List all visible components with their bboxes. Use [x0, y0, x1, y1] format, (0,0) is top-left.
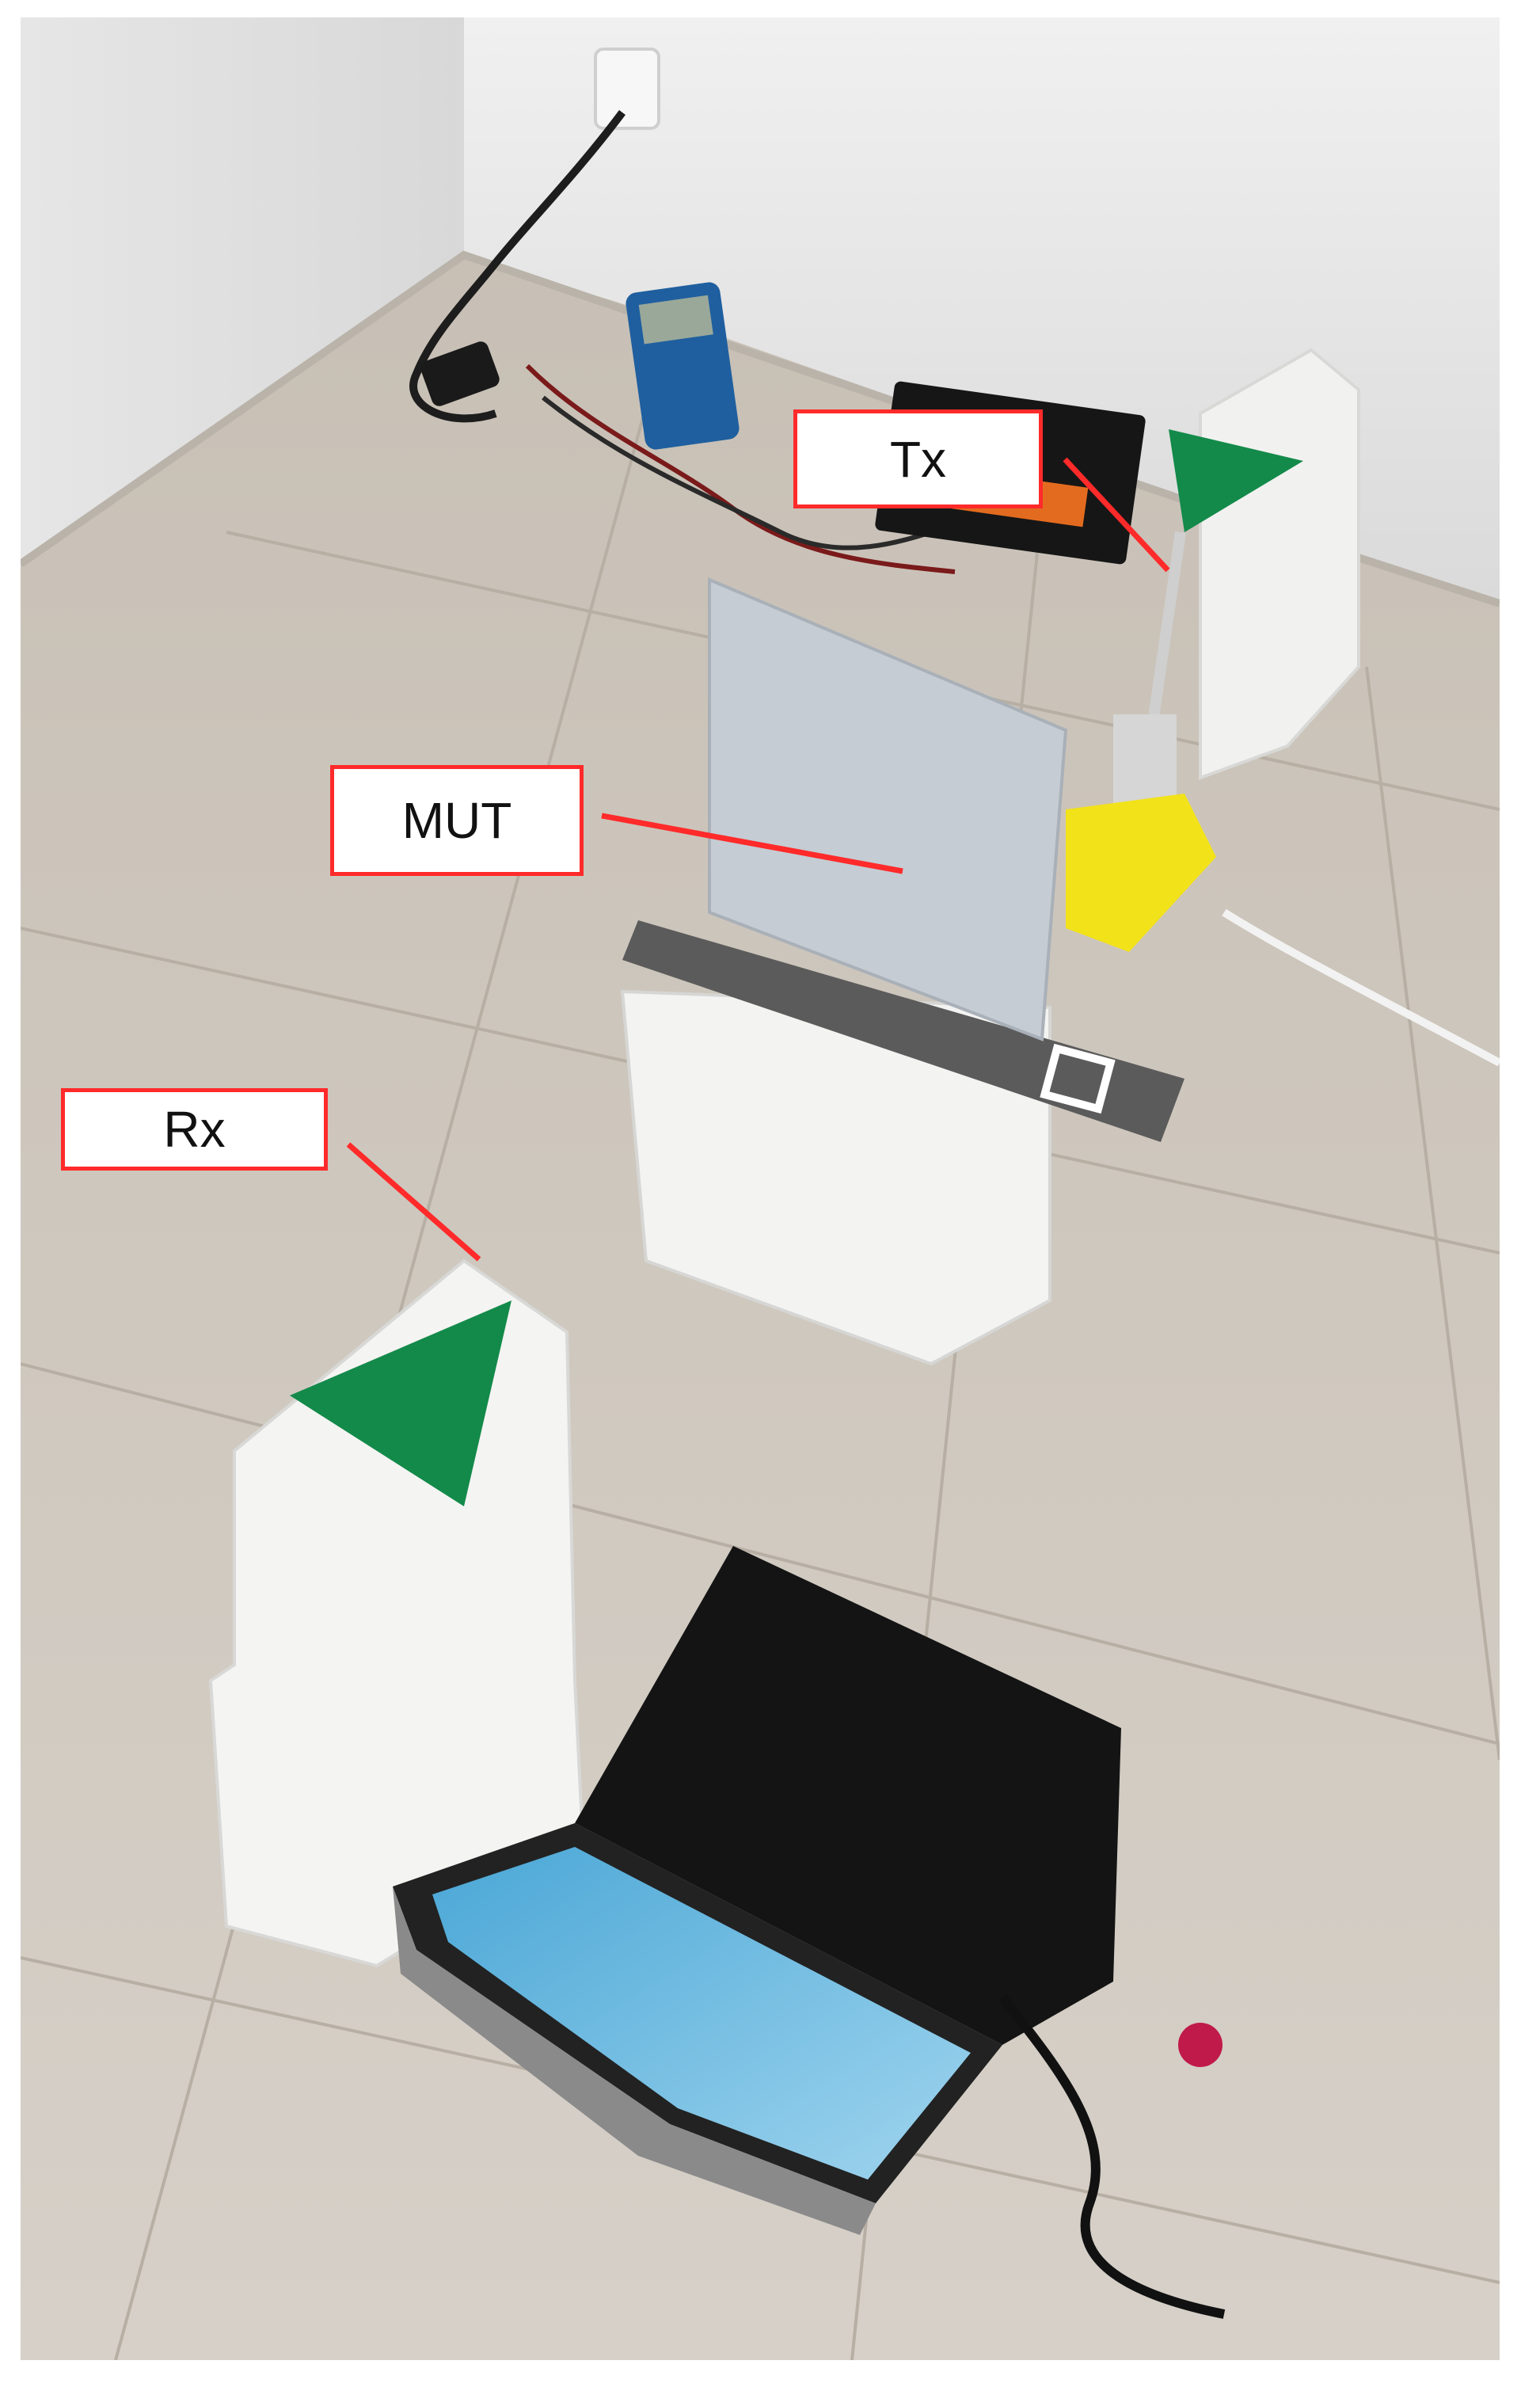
mut-marker [1040, 1043, 1116, 1114]
setup-photo [21, 17, 1500, 2360]
power-adapter [420, 341, 500, 406]
laptop-base-edge [393, 1887, 876, 2235]
usb-dongle [1178, 2023, 1222, 2067]
mut-label-text: MUT [401, 792, 512, 849]
floor-cable [998, 1994, 1226, 2319]
mut-label: MUT [330, 765, 584, 876]
rx-label-text: Rx [163, 1101, 226, 1158]
multimeter-display [638, 295, 713, 345]
wall-socket [594, 48, 660, 130]
power-cable [409, 109, 626, 423]
rx-antenna [290, 1300, 511, 1506]
tx-label-text: Tx [889, 430, 947, 488]
mut-panel [708, 577, 1068, 1041]
rx-label: Rx [61, 1088, 328, 1171]
laptop-screen [432, 1847, 971, 2180]
tx-label: Tx [793, 409, 1043, 508]
laptop-keyboard [575, 1546, 1121, 2045]
probe-cables-2 [542, 395, 956, 550]
scene [21, 17, 1500, 2360]
white-cable [1222, 908, 1500, 1067]
baseboard [21, 250, 1500, 607]
tx-antenna [1169, 429, 1303, 532]
yellow-sponge [1066, 794, 1216, 952]
left-wall [21, 17, 464, 564]
